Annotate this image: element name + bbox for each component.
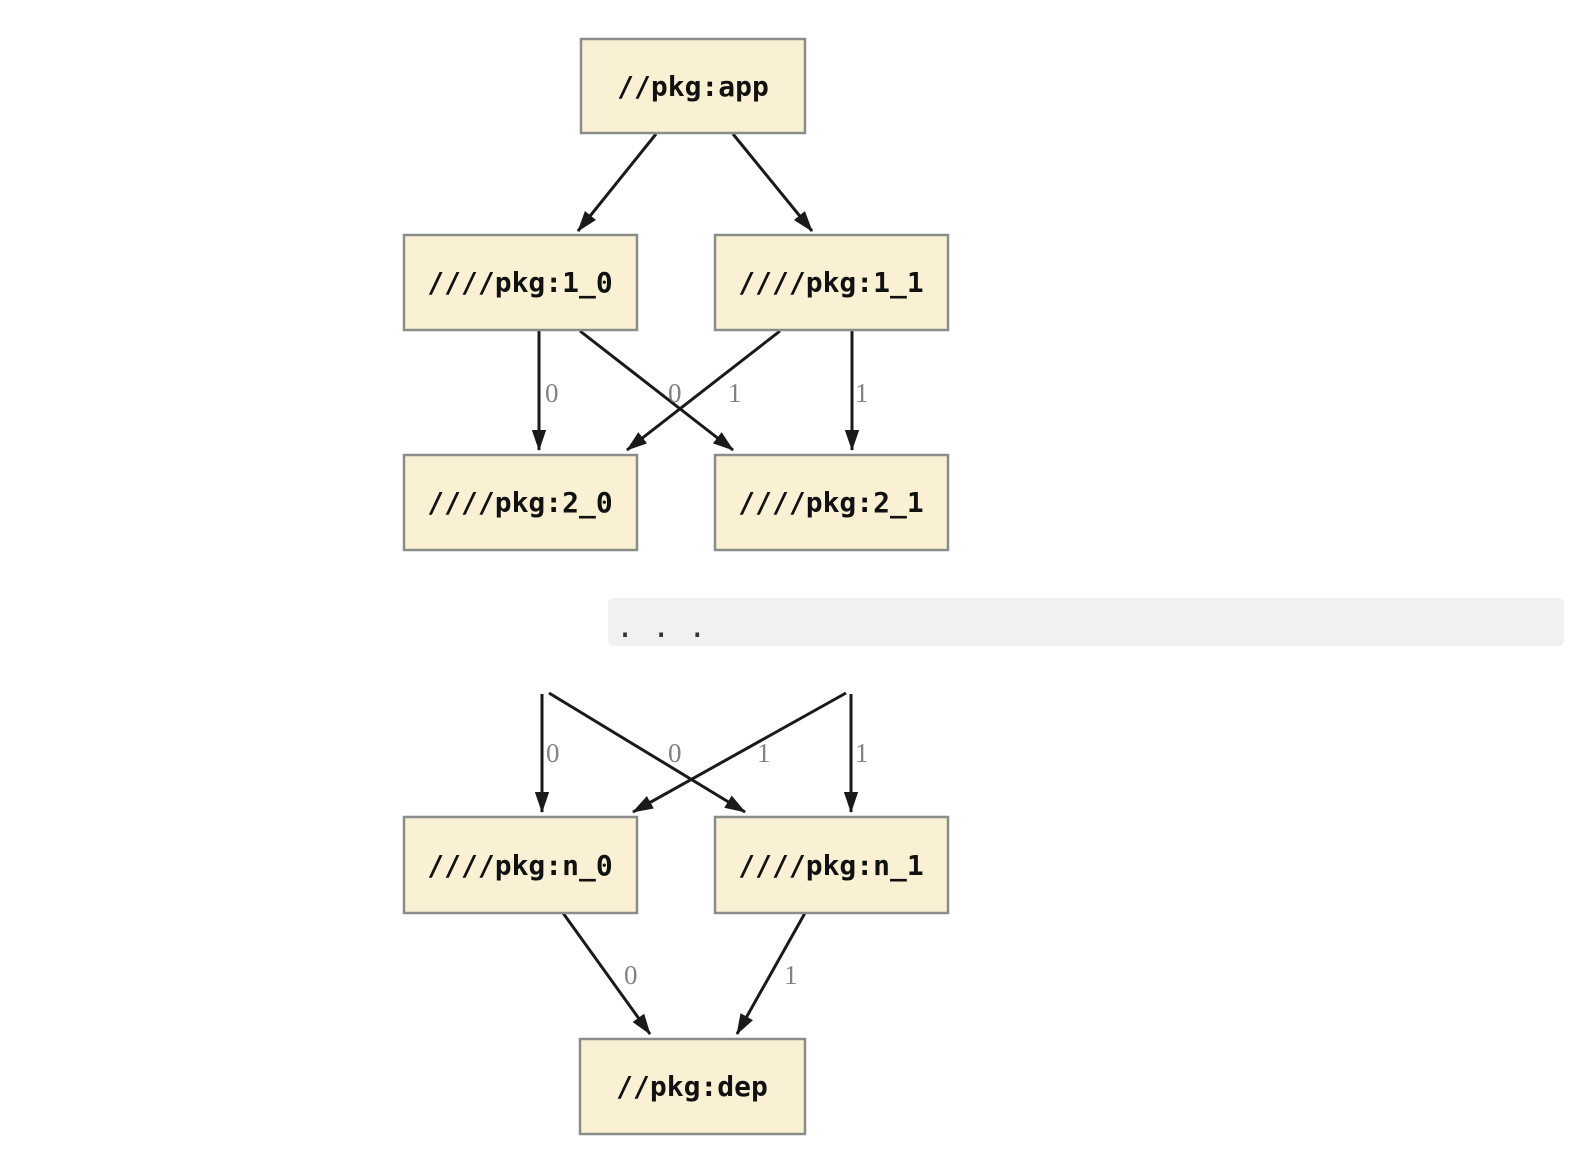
edge-n_0-to-dep: [561, 912, 652, 1035]
node-2_1-label: ////pkg:2_1: [738, 486, 923, 519]
node-2_1-box: [713, 453, 950, 552]
ellipsis-text: . . .: [616, 610, 706, 645]
edge-label: 0: [668, 738, 682, 768]
node-app-box: [579, 37, 807, 135]
edge-label: 1: [728, 378, 742, 408]
node-1_1: ////pkg:1_1: [713, 233, 950, 332]
node-1_0-box: [402, 233, 639, 332]
node-app-label: //pkg:app: [617, 70, 769, 103]
ellipsis-band: . . .: [608, 598, 1564, 646]
node-n_1: ////pkg:n_1: [713, 815, 950, 915]
node-2_0-box: [402, 453, 639, 552]
edge-1_0-to-2_1: [579, 329, 734, 452]
node-n_0: ////pkg:n_0: [402, 815, 639, 915]
node-2_1: ////pkg:2_1: [713, 453, 950, 552]
node-1_1-box: [713, 233, 950, 332]
edge-label: 0: [624, 960, 638, 990]
node-n_0-box: [402, 815, 639, 915]
edge-label: 1: [855, 738, 869, 768]
edge-label: 1: [855, 378, 869, 408]
edge-label: 0: [545, 378, 559, 408]
edge-1_1-to-2_0: [626, 329, 781, 452]
edge-label: 1: [757, 738, 771, 768]
edge-ellipsis-to-n_1-cross: [548, 691, 746, 814]
edge-n_1-to-dep: [735, 912, 807, 1035]
edge-label: 1: [784, 960, 798, 990]
node-1_1-label: ////pkg:1_1: [738, 266, 923, 299]
node-1_0-label: ////pkg:1_0: [427, 266, 612, 299]
edge-app-to-1_1: [731, 133, 814, 232]
node-2_0-label: ////pkg:2_0: [427, 486, 612, 519]
node-2_0: ////pkg:2_0: [402, 453, 639, 552]
edge-label-group: 0 1 0 1 0 1 0 1 0 1: [545, 378, 869, 990]
node-n_1-label: ////pkg:n_1: [738, 849, 923, 882]
node-1_0: ////pkg:1_0: [402, 233, 639, 332]
edge-ellipsis-to-n_0-cross: [632, 691, 847, 814]
edge-label: 0: [668, 378, 682, 408]
node-dep-box: [578, 1037, 807, 1136]
node-dep: //pkg:dep: [578, 1037, 807, 1136]
node-app: //pkg:app: [579, 37, 807, 135]
edge-label: 0: [546, 738, 560, 768]
edge-group: [531, 133, 860, 1035]
node-n_0-label: ////pkg:n_0: [427, 849, 612, 882]
node-n_1-box: [713, 815, 950, 915]
ellipsis-band-background: [608, 598, 1564, 646]
edge-app-to-1_0: [576, 133, 658, 232]
node-dep-label: //pkg:dep: [616, 1070, 768, 1103]
